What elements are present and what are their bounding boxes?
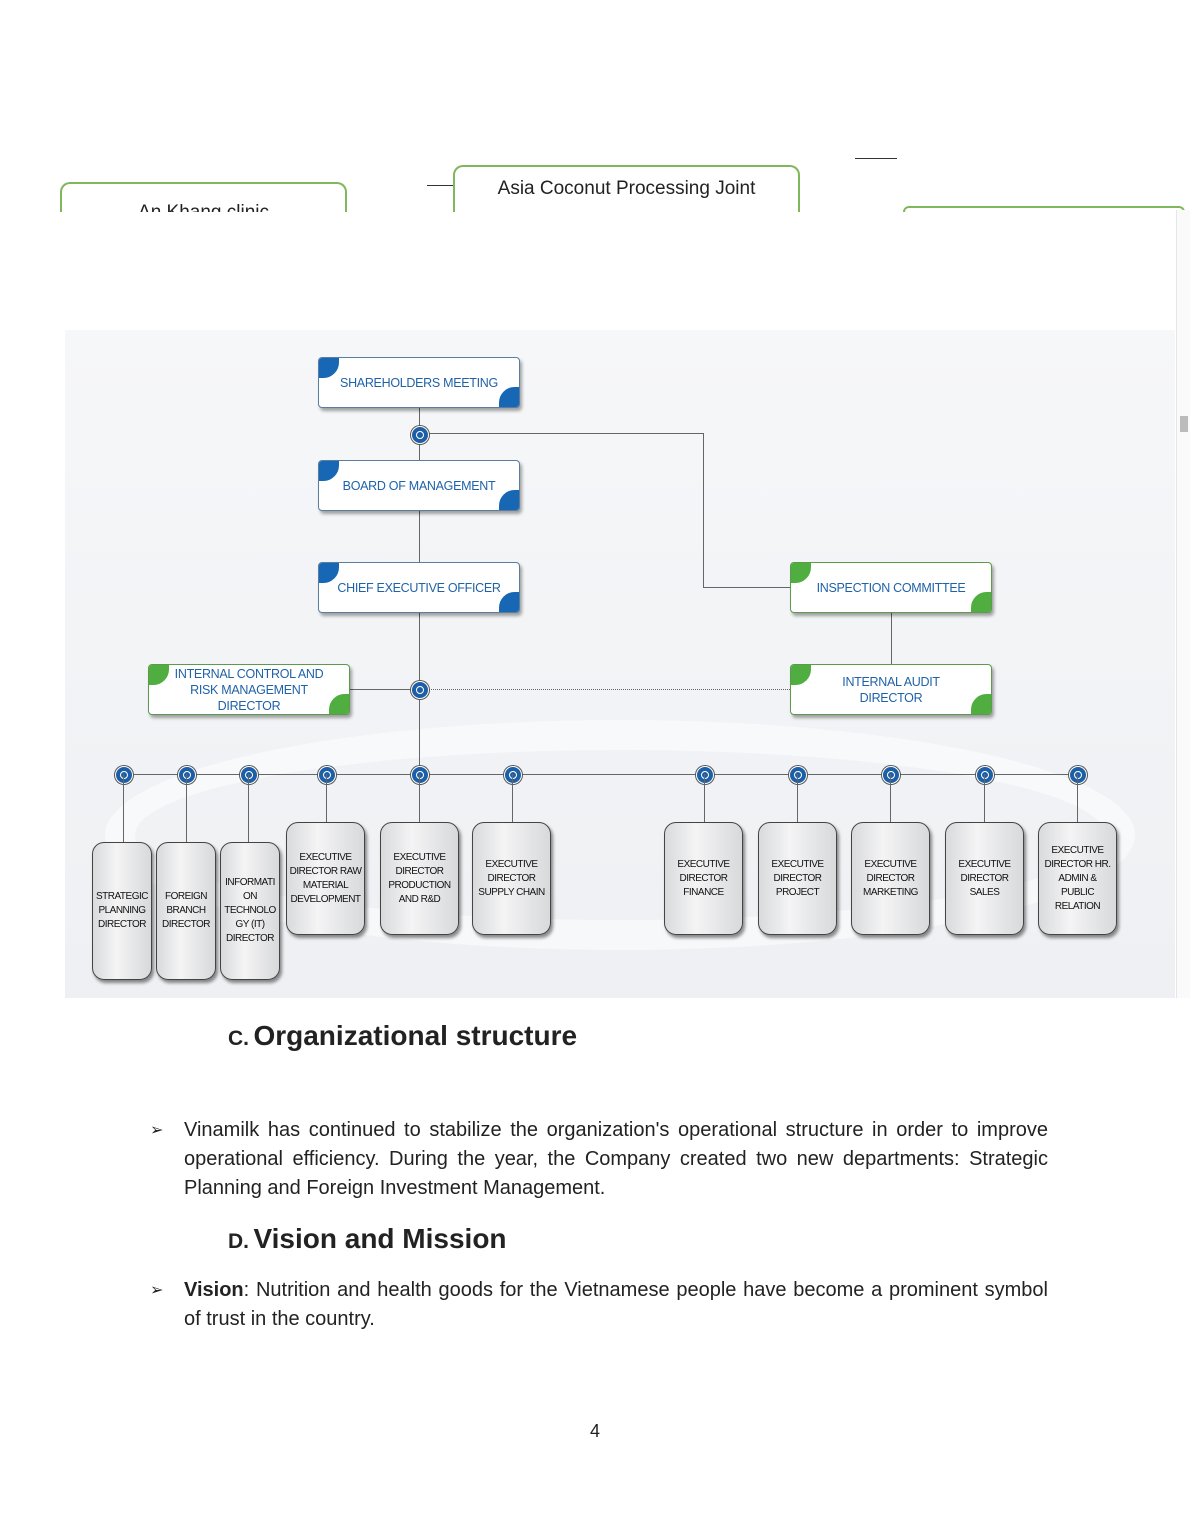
section-d-bullet: ➢ Vision: Nutrition and health goods for…	[150, 1276, 1048, 1334]
connector-line	[248, 774, 249, 842]
director-label: INFORMATION TECHNOLOGY (IT) DIRECTOR	[224, 877, 276, 944]
director-label: EXECUTIVE DIRECTOR PROJECT	[771, 858, 824, 898]
connector-line	[186, 774, 187, 842]
vinamilk-logo-icon	[115, 766, 133, 784]
vinamilk-logo-icon	[976, 766, 994, 784]
section-d-heading: D. Vision and Mission	[228, 1223, 507, 1254]
director-label: EXECUTIVE DIRECTOR MARKETING	[863, 858, 918, 898]
connector-line	[797, 774, 798, 822]
connector-line	[427, 185, 453, 186]
arrow-bullet-icon: ➢	[150, 1282, 164, 1299]
vinamilk-logo-icon	[696, 766, 714, 784]
vinamilk-logo-icon	[789, 766, 807, 784]
vinamilk-logo-icon	[504, 766, 522, 784]
page-number: 4	[589, 1421, 600, 1441]
director-node: EXECUTIVE DIRECTOR HR. ADMIN & PUBLIC RE…	[1038, 822, 1117, 935]
scrollbar[interactable]	[1176, 210, 1190, 998]
vinamilk-logo-icon	[240, 766, 258, 784]
connector-line	[890, 774, 891, 822]
director-node: STRATEGIC PLANNING DIRECTOR	[92, 842, 152, 980]
vinamilk-logo-icon	[178, 766, 196, 784]
an-khang-clinic-box: An Khang clinic	[60, 182, 347, 212]
internal-control-node: INTERNAL CONTROL AND RISK MANAGEMENT DIR…	[148, 664, 350, 715]
connector-line	[123, 774, 124, 842]
vinamilk-logo-icon	[1069, 766, 1087, 784]
director-node: EXECUTIVE DIRECTOR SALES	[945, 822, 1024, 935]
director-label: EXECUTIVE DIRECTOR HR. ADMIN & PUBLIC RE…	[1044, 844, 1111, 912]
inspection-committee-node: INSPECTION COMMITTEE	[790, 562, 992, 613]
vinamilk-logo-icon	[411, 426, 429, 444]
scrollbar-thumb[interactable]	[1180, 416, 1188, 432]
connector-line	[512, 774, 513, 822]
an-khang-clinic-label: An Khang clinic	[62, 184, 345, 212]
connector-line	[419, 774, 420, 822]
board-of-management-node: BOARD OF MANAGEMENT	[318, 460, 520, 511]
section-c-bullet: ➢ Vinamilk has continued to stabilize th…	[150, 1116, 1048, 1203]
director-node: EXECUTIVE DIRECTOR PRODUCTION AND R&D	[380, 822, 459, 935]
director-label: EXECUTIVE DIRECTOR PRODUCTION AND R&D	[388, 851, 451, 905]
connector-line	[326, 774, 327, 822]
connector-line	[855, 158, 897, 159]
vinamilk-logo-icon	[411, 766, 429, 784]
director-label: STRATEGIC PLANNING DIRECTOR	[96, 891, 148, 930]
director-node: EXECUTIVE DIRECTOR SUPPLY CHAIN	[472, 822, 551, 935]
connector-line	[1077, 774, 1078, 822]
director-label: EXECUTIVE DIRECTOR SUPPLY CHAIN	[478, 858, 545, 898]
director-node: EXECUTIVE DIRECTOR FINANCE	[664, 822, 743, 935]
shareholders-meeting-node: SHAREHOLDERS MEETING	[318, 357, 520, 408]
director-node: EXECUTIVE DIRECTOR RAW MATERIAL DEVELOPM…	[286, 822, 365, 935]
internal-audit-node: INTERNAL AUDIT DIRECTOR	[790, 664, 992, 715]
ceo-node: CHIEF EXECUTIVE OFFICER	[318, 562, 520, 613]
director-label: EXECUTIVE DIRECTOR RAW MATERIAL DEVELOPM…	[289, 851, 362, 905]
director-node: EXECUTIVE DIRECTOR PROJECT	[758, 822, 837, 935]
asia-coconut-box: Asia Coconut Processing Joint	[453, 165, 800, 212]
vinamilk-logo-icon	[318, 766, 336, 784]
director-label: EXECUTIVE DIRECTOR SALES	[958, 858, 1011, 898]
section-c-heading: C. Organizational structure	[228, 1020, 578, 1051]
vinamilk-logo-icon	[411, 681, 429, 699]
director-label: EXECUTIVE DIRECTOR FINANCE	[677, 858, 730, 898]
director-label: FOREIGN BRANCH DIRECTOR	[161, 891, 211, 930]
vinamilk-logo-icon	[882, 766, 900, 784]
connector-line	[704, 774, 705, 822]
right-company-box	[903, 206, 1185, 212]
asia-coconut-label: Asia Coconut Processing Joint	[497, 178, 756, 199]
director-node: EXECUTIVE DIRECTOR MARKETING	[851, 822, 930, 935]
connector-line	[984, 774, 985, 822]
director-node: FOREIGN BRANCH DIRECTOR	[156, 842, 216, 980]
arrow-bullet-icon: ➢	[150, 1122, 164, 1139]
director-node: INFORMATION TECHNOLOGY (IT) DIRECTOR	[220, 842, 280, 980]
